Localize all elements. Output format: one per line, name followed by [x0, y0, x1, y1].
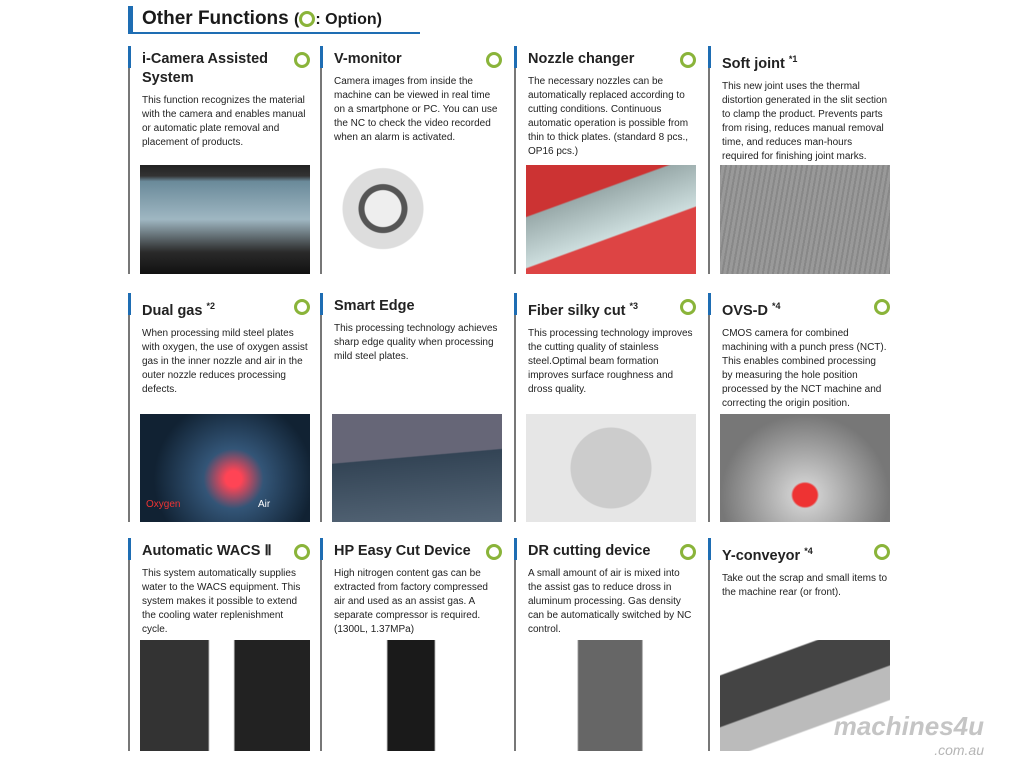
feature-nozzle-changer: Nozzle changer The necessary nozzles can… — [514, 46, 700, 274]
feature-title-text: Soft joint — [722, 55, 785, 72]
option-ring-icon — [294, 299, 310, 315]
feature-title: DR cutting device — [516, 538, 678, 561]
feature-title: i-Camera Assisted System — [130, 46, 292, 88]
section-header: Other Functions ( : Option) — [128, 6, 420, 34]
feature-title: OVS-D *4 — [710, 293, 872, 321]
feature-title: Smart Edge — [322, 293, 484, 316]
feature-description: This processing technology improves the … — [528, 327, 693, 395]
option-ring-icon — [486, 52, 502, 68]
air-label: Air — [258, 499, 271, 510]
feature-description: A small amount of air is mixed into the … — [528, 568, 692, 635]
feature-automatic-wacs: Automatic WACS Ⅱ This system automatical… — [128, 538, 314, 751]
feature-title: Automatic WACS Ⅱ — [130, 538, 292, 561]
feature-description: Camera images from inside the machine ca… — [334, 76, 498, 143]
footnote-mark: *4 — [771, 301, 781, 311]
feature-photo — [140, 640, 310, 751]
feature-title: Soft joint *1 — [710, 46, 872, 74]
feature-dr-cutting-device: DR cutting device A small amount of air … — [514, 538, 700, 751]
feature-title-text: Automatic WACS Ⅱ — [142, 543, 272, 559]
feature-title: V-monitor — [322, 46, 484, 69]
feature-photo — [720, 165, 890, 274]
feature-title: Dual gas *2 — [130, 293, 292, 321]
oxygen-label: Oxygen — [146, 499, 181, 510]
feature-title: HP Easy Cut Device — [322, 538, 484, 561]
footnote-mark: *4 — [804, 546, 813, 556]
option-ring-icon — [294, 544, 310, 560]
feature-smart-edge: Smart Edge This processing technology ac… — [320, 293, 506, 522]
feature-title-text: Dual gas — [142, 302, 203, 319]
feature-description: Take out the scrap and small items to th… — [722, 572, 888, 598]
feature-photo — [526, 414, 696, 522]
option-ring-icon — [874, 544, 890, 560]
feature-ovs-d: OVS-D *4 CMOS camera for combined machin… — [708, 293, 894, 522]
feature-soft-joint: Soft joint *1 This new joint uses the th… — [708, 46, 894, 274]
option-ring-icon — [486, 544, 502, 560]
feature-photo — [720, 640, 890, 751]
option-ring-icon — [294, 52, 310, 68]
option-ring-icon — [680, 52, 696, 68]
feature-photo: Oxygen Air — [140, 414, 310, 522]
feature-photo — [526, 165, 696, 274]
feature-description: When processing mild steel plates with o… — [142, 327, 308, 395]
footnote-mark: *3 — [629, 301, 639, 311]
feature-description: The necessary nozzles can be automatical… — [528, 76, 689, 157]
option-ring-icon — [299, 10, 316, 27]
feature-description: This new joint uses the thermal distorti… — [722, 80, 888, 162]
watermark-domain: .com.au — [934, 742, 984, 758]
feature-title-text: i-Camera Assisted System — [142, 51, 268, 86]
feature-title-text: OVS-D — [722, 302, 768, 319]
feature-title: Y-conveyor *4 — [710, 538, 872, 566]
option-ring-icon — [680, 299, 696, 315]
feature-photo — [720, 414, 890, 522]
feature-dual-gas: Dual gas *2 When processing mild steel p… — [128, 293, 314, 522]
feature-title: Nozzle changer — [516, 46, 678, 69]
feature-y-conveyor: Y-conveyor *4 Take out the scrap and sma… — [708, 538, 894, 751]
feature-title-text: Nozzle changer — [528, 51, 635, 67]
feature-i-camera-assisted-system: i-Camera Assisted System This function r… — [128, 46, 314, 274]
feature-description: This system automatically supplies water… — [142, 568, 301, 635]
feature-photo — [332, 640, 502, 751]
feature-title-text: DR cutting device — [528, 543, 651, 559]
watermark: machines4u — [833, 711, 984, 741]
feature-photo — [332, 414, 502, 522]
feature-description: High nitrogen content gas can be extract… — [334, 568, 488, 635]
feature-fiber-silky-cut: Fiber silky cut *3 This processing techn… — [514, 293, 700, 522]
option-ring-icon — [680, 544, 696, 560]
option-ring-icon — [874, 299, 890, 315]
feature-description: CMOS camera for combined machining with … — [722, 327, 887, 409]
feature-photo — [140, 165, 310, 274]
feature-title-text: Y-conveyor — [722, 547, 801, 564]
legend-label: : Option) — [315, 11, 382, 28]
feature-title-text: V-monitor — [334, 51, 402, 67]
feature-hp-easy-cut-device: HP Easy Cut Device High nitrogen content… — [320, 538, 506, 751]
feature-title-text: Smart Edge — [334, 298, 415, 314]
feature-photo — [332, 165, 502, 274]
footnote-mark: *1 — [788, 54, 798, 64]
feature-title-text: Fiber silky cut — [528, 302, 626, 319]
feature-title-text: HP Easy Cut Device — [334, 543, 471, 559]
feature-description: This function recognizes the material wi… — [142, 95, 306, 148]
feature-title: Fiber silky cut *3 — [516, 293, 678, 321]
section-title: Other Functions — [142, 8, 289, 29]
legend-open: ( — [294, 11, 300, 28]
feature-v-monitor: V-monitor Camera images from inside the … — [320, 46, 506, 274]
feature-description: This processing technology achieves shar… — [334, 323, 498, 362]
feature-photo — [526, 640, 696, 751]
footnote-mark: *2 — [206, 301, 215, 311]
